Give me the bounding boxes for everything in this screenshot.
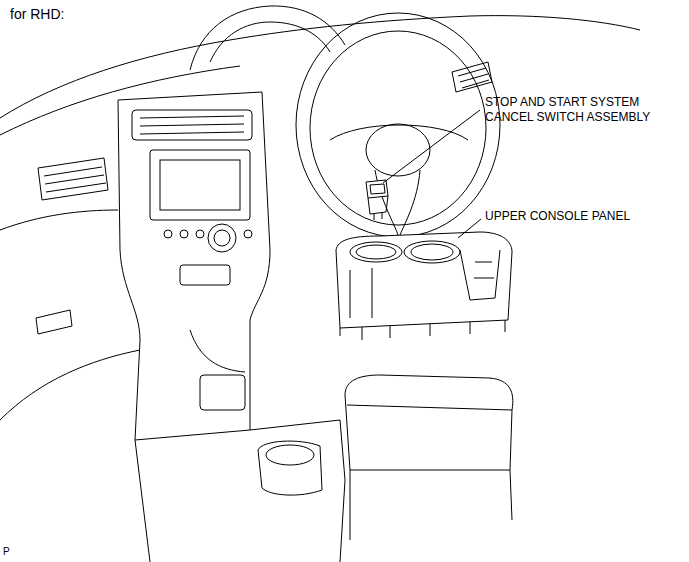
display-screen	[150, 150, 250, 220]
panel-frame	[460, 250, 500, 300]
display-screen	[160, 160, 240, 210]
control-knob	[208, 224, 236, 252]
cup-ring	[411, 244, 453, 260]
center-vent	[140, 116, 244, 134]
cup-ring	[356, 245, 396, 259]
lower-console	[135, 440, 150, 562]
page-mark: P	[3, 546, 10, 559]
console-line	[190, 330, 245, 372]
floor-line	[0, 350, 140, 420]
meter-hood	[210, 22, 330, 62]
air-vent	[452, 62, 492, 92]
armrest	[350, 470, 512, 540]
panel-claw	[340, 320, 505, 340]
center-stack	[118, 100, 140, 440]
air-vent	[38, 158, 108, 200]
cancel-switch	[370, 184, 385, 194]
glovebox-handle	[36, 310, 72, 334]
button	[244, 230, 252, 238]
button	[196, 230, 204, 238]
lower-console	[135, 420, 345, 562]
meter-hood	[190, 6, 345, 70]
part-name: UPPER CONSOLE PANEL	[485, 209, 630, 224]
armrest	[345, 375, 513, 470]
button	[164, 230, 172, 238]
center-stack	[118, 92, 270, 430]
center-vent	[132, 110, 252, 140]
panel-detail	[350, 268, 372, 318]
leader-line	[383, 110, 480, 183]
control-knob	[214, 230, 230, 246]
cup-ring	[350, 242, 402, 262]
armrest	[347, 405, 512, 410]
steering-spoke	[330, 125, 468, 235]
steering-wheel	[310, 31, 486, 225]
cup-ring	[404, 241, 460, 263]
dashboard-line	[0, 210, 118, 230]
cup-holder	[266, 445, 314, 465]
steering-hub	[366, 124, 430, 176]
heading-text: for RHD:	[10, 6, 64, 24]
tray	[180, 265, 230, 285]
button	[180, 230, 188, 238]
cancel-switch	[366, 180, 388, 198]
cup-holder	[258, 441, 322, 495]
cancel-switch	[368, 196, 388, 220]
leader-line	[458, 219, 481, 238]
part-name: STOP AND START SYSTEM CANCEL SWITCH ASSE…	[485, 95, 681, 125]
steering-wheel	[296, 13, 500, 237]
upper-console-panel	[336, 232, 512, 328]
console-panel	[200, 375, 245, 410]
